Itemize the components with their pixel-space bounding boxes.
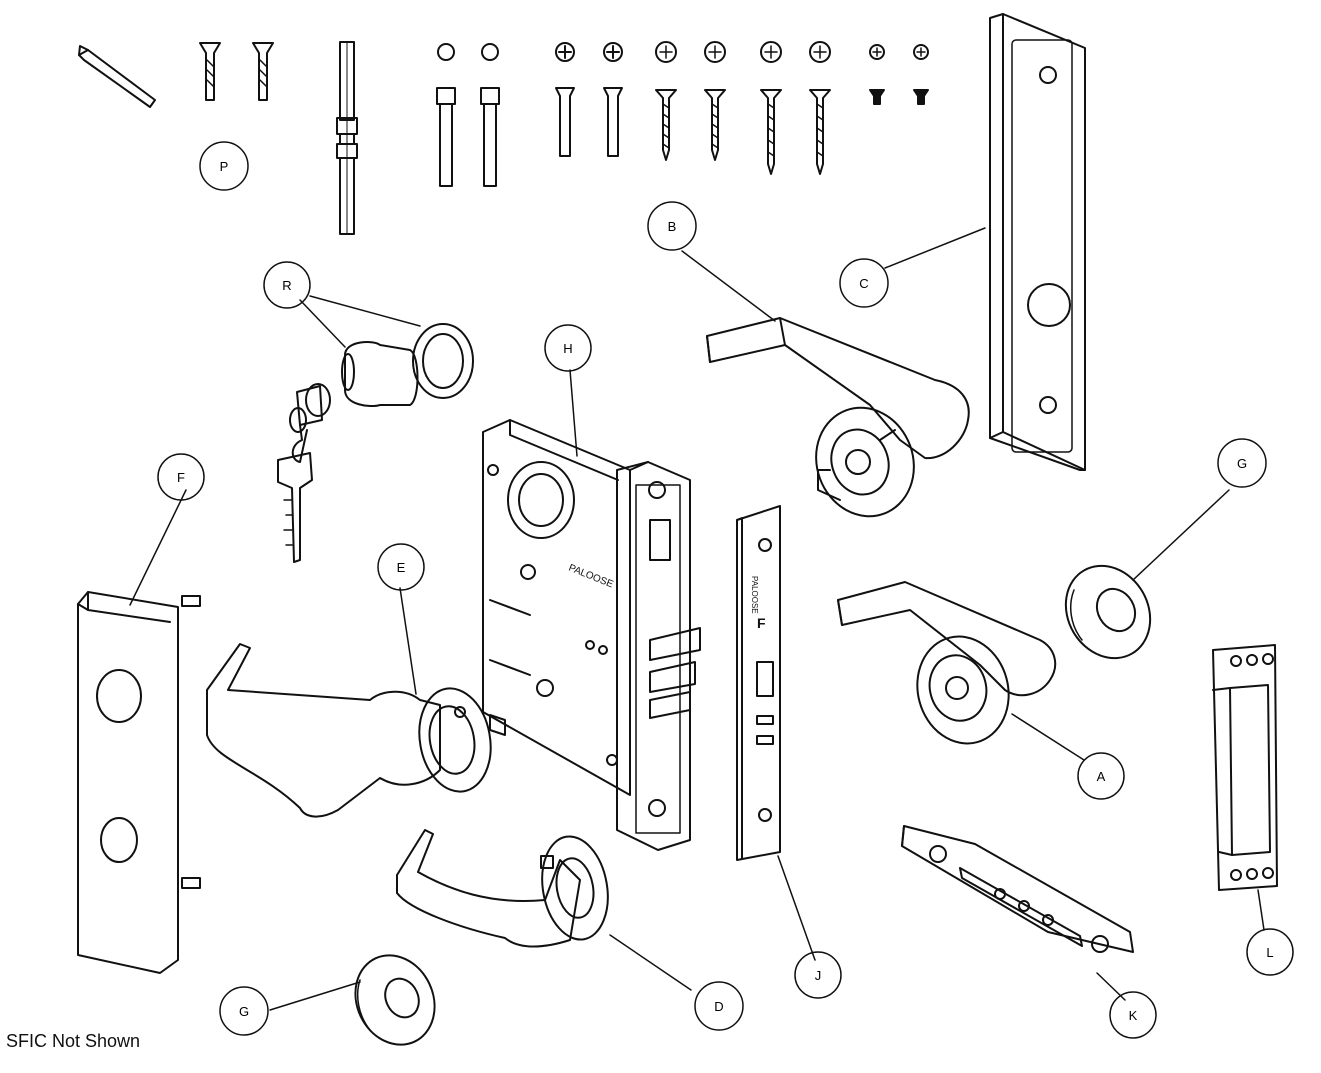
- faceplate-brand-label: PALOOSE: [750, 576, 759, 614]
- svg-text:C: C: [859, 276, 868, 291]
- svg-text:P: P: [220, 159, 229, 174]
- callout-g-bottom: G: [219, 986, 269, 1036]
- escutcheon-plate-f: [77, 591, 201, 974]
- escutcheon-plate-c: [989, 13, 1086, 471]
- svg-text:R: R: [282, 278, 291, 293]
- lever-handle-b: [706, 317, 970, 518]
- lever-handle-d: [396, 829, 609, 948]
- svg-text:H: H: [563, 341, 572, 356]
- svg-text:K: K: [1129, 1008, 1138, 1023]
- svg-text:G: G: [239, 1004, 249, 1019]
- sfic-note: SFIC Not Shown: [6, 1031, 141, 1051]
- svg-text:D: D: [714, 999, 723, 1014]
- svg-text:L: L: [1266, 945, 1273, 960]
- armor-faceplate-j: PALOOSE F: [736, 505, 781, 861]
- callout-f: F: [157, 453, 205, 501]
- callout-h: H: [544, 324, 592, 372]
- svg-text:F: F: [177, 470, 185, 485]
- mortise-brand-label: PALOOSE: [567, 563, 615, 591]
- callout-k: K: [1109, 991, 1157, 1039]
- svg-text:B: B: [668, 219, 677, 234]
- callout-d: D: [694, 981, 744, 1031]
- svg-text:J: J: [815, 968, 822, 983]
- callout-l: L: [1246, 928, 1294, 976]
- spindle-assembly: [336, 41, 358, 235]
- allen-wrench: [78, 45, 156, 108]
- strike-box-l: [1212, 644, 1278, 891]
- callout-p: P: [199, 141, 249, 191]
- cylinder-and-keys-r: [277, 323, 474, 563]
- phillips-sex-bolt-pair: [555, 42, 623, 157]
- sex-bolt-pair: [436, 43, 500, 187]
- callout-g-top: G: [1217, 438, 1267, 488]
- callout-r: R: [263, 261, 311, 309]
- mortise-lock-body-h: PALOOSE: [482, 419, 701, 851]
- rose-ring-g-bottom: [354, 954, 436, 1046]
- machine-screw-pair: [199, 42, 274, 101]
- svg-text:A: A: [1097, 769, 1106, 784]
- wood-screws-set: [655, 41, 831, 175]
- lever-handle-a: [837, 581, 1057, 745]
- faceplate-letter: F: [757, 615, 766, 631]
- leader-lines: [129, 227, 1265, 1011]
- callout-b: B: [647, 201, 697, 251]
- rose-ring-g-top: [1064, 564, 1152, 660]
- small-screw-pair: [869, 44, 929, 105]
- callout-j: J: [794, 951, 842, 999]
- svg-text:G: G: [1237, 456, 1247, 471]
- callout-a: A: [1077, 752, 1125, 800]
- strike-plate-k: [901, 825, 1134, 953]
- callout-e: E: [377, 543, 425, 591]
- callout-c: C: [839, 258, 889, 308]
- lever-handle-e: [206, 643, 492, 818]
- svg-text:E: E: [397, 560, 406, 575]
